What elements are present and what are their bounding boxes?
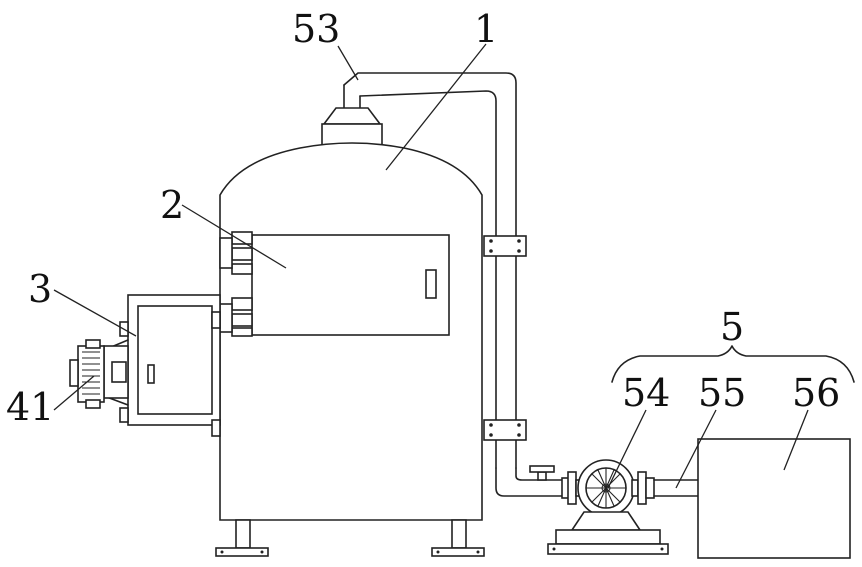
collection-box bbox=[698, 439, 850, 558]
label-pump: 54 bbox=[622, 371, 670, 415]
label-side-box: 3 bbox=[28, 267, 52, 311]
main-tank bbox=[216, 143, 484, 556]
label-motor: 41 bbox=[6, 385, 54, 429]
pump bbox=[548, 460, 668, 554]
label-tank: 1 bbox=[474, 7, 498, 51]
label-group: 5 bbox=[720, 305, 744, 349]
motor bbox=[70, 340, 128, 408]
pipe-clamps bbox=[484, 236, 526, 440]
tank-door bbox=[220, 232, 449, 336]
label-vent-pipe: 53 bbox=[292, 7, 340, 51]
label-door: 2 bbox=[160, 183, 184, 227]
label-tank-box: 56 bbox=[792, 371, 840, 415]
label-outlet-pipe: 55 bbox=[698, 371, 746, 415]
pump-inlet-pipe bbox=[496, 466, 576, 504]
